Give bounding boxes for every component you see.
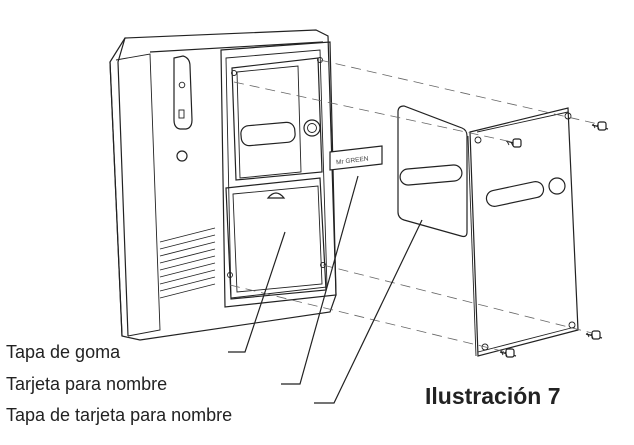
- screw-bottom-right: [585, 330, 603, 340]
- side-hole: [176, 150, 188, 162]
- name-card-text: Mr GREEN: [336, 155, 369, 166]
- name-card-cover-label: Tapa de tarjeta para nombre: [6, 405, 233, 425]
- name-card: Mr GREEN: [329, 145, 383, 171]
- screw-top-left: [505, 138, 522, 148]
- screw-top-right: [591, 121, 609, 131]
- plate-lens-hole: [548, 177, 566, 195]
- front-plate: [467, 107, 579, 357]
- name-card-cover: [397, 105, 468, 238]
- speaker-slot: [173, 55, 193, 130]
- screw-bottom-left: [499, 348, 517, 358]
- rubber-cover-label: Tapa de goma: [6, 342, 121, 362]
- speaker-grille: [159, 227, 216, 299]
- figure-caption: Ilustración 7: [425, 383, 561, 409]
- name-card-label: Tarjeta para nombre: [6, 374, 168, 394]
- intercom-housing: [109, 29, 337, 341]
- camera-lens: [303, 119, 321, 137]
- leader-lines: [228, 175, 423, 404]
- alignment-lines: [229, 59, 599, 353]
- button-module: [231, 57, 323, 181]
